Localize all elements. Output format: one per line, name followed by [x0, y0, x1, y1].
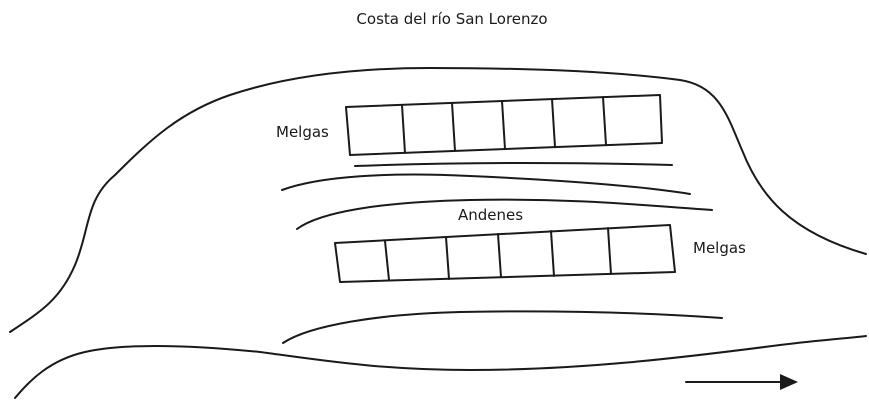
melgas-upper-divider — [602, 96, 607, 146]
melgas-upper-divider — [551, 98, 556, 148]
flow-arrow-icon — [685, 374, 798, 390]
melgas-upper-divider — [501, 100, 506, 150]
melgas-upper-divider — [451, 102, 456, 152]
melgas-lower-divider — [607, 227, 612, 275]
diagram-title: Costa del río San Lorenzo — [356, 10, 547, 28]
melgas-lower — [334, 224, 676, 283]
hillside-outline — [9, 67, 867, 333]
melgas-lower-divider — [445, 236, 450, 280]
melgas-lower-label: Melgas — [693, 239, 746, 257]
riverbank-line — [14, 335, 867, 399]
andenes-label: Andenes — [458, 206, 523, 224]
andenes-line-1 — [354, 161, 673, 167]
melgas-upper — [345, 94, 663, 156]
melgas-lower-divider — [497, 233, 502, 278]
andenes-line-2 — [281, 173, 691, 195]
melgas-upper-divider — [401, 104, 406, 154]
andenes-line-3 — [296, 198, 713, 230]
melgas-lower-divider — [384, 240, 390, 281]
melgas-lower-divider — [550, 230, 555, 277]
melgas-upper-label: Melgas — [276, 123, 329, 141]
andenes-line-4 — [282, 310, 723, 344]
